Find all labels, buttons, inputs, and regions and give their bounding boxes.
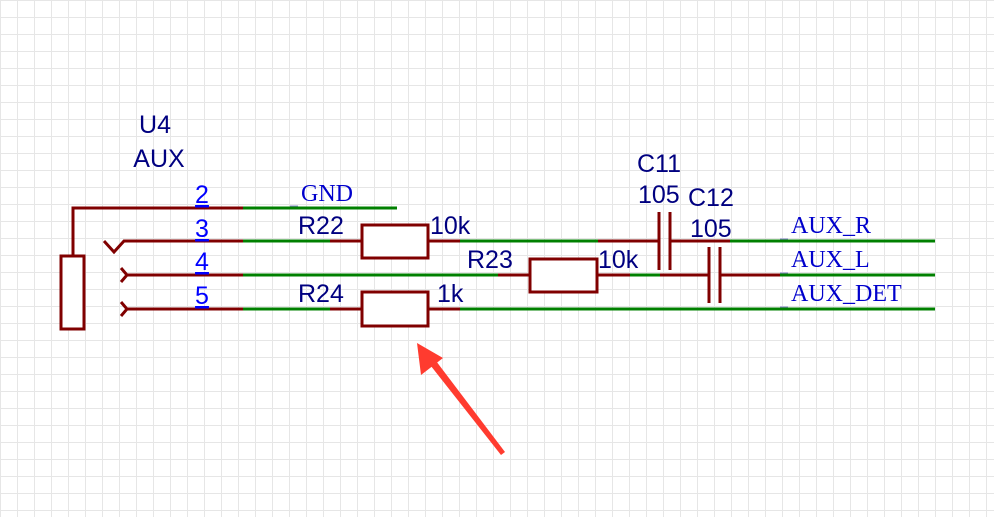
resistor-r22[interactable] (330, 223, 460, 260)
u4-designator: U4 (139, 111, 171, 139)
r24-designator: R24 (298, 280, 344, 308)
u4-value: AUX (133, 145, 185, 173)
net-label-aux-r: AUX_R (791, 213, 871, 239)
connector-u4[interactable] (59, 206, 243, 331)
arrow-shaft (427, 357, 505, 455)
jack-tip-contact (102, 239, 243, 255)
annotation-arrow (417, 343, 505, 455)
net-label-aux-l: AUX_L (791, 247, 870, 273)
c11-value: 105 (638, 181, 680, 209)
capacitor-c11[interactable] (598, 212, 730, 270)
net-label-aux-det: AUX_DET (791, 281, 902, 307)
r22-value: 10k (430, 212, 471, 240)
r23-value: 10k (598, 246, 639, 274)
net-label-gnd: GND (301, 181, 353, 207)
pin-number-2: 2 (195, 181, 209, 209)
c12-designator: C12 (688, 184, 734, 212)
jack-detect-contact (119, 301, 129, 317)
pin-number-4: 4 (195, 248, 209, 276)
r23-body (528, 257, 599, 294)
c11-designator: C11 (637, 150, 681, 178)
net-label-markers (290, 205, 788, 308)
arrow-head (417, 343, 443, 375)
jack-sleeve-lead (71, 206, 243, 256)
r22-body (360, 223, 430, 260)
resistor-r23[interactable] (498, 257, 630, 294)
c12-value: 105 (690, 215, 732, 243)
wires (243, 206, 935, 311)
r23-designator: R23 (467, 246, 513, 274)
r22-designator: R22 (298, 212, 344, 240)
pin-number-3: 3 (195, 215, 209, 243)
jack-ring-contact (119, 267, 129, 283)
resistor-r24[interactable] (330, 290, 460, 328)
capacitor-c12[interactable] (660, 247, 780, 303)
r24-body (360, 290, 430, 328)
r24-value: 1k (437, 280, 464, 308)
jack-body (59, 254, 86, 331)
pin-number-5: 5 (195, 282, 209, 310)
